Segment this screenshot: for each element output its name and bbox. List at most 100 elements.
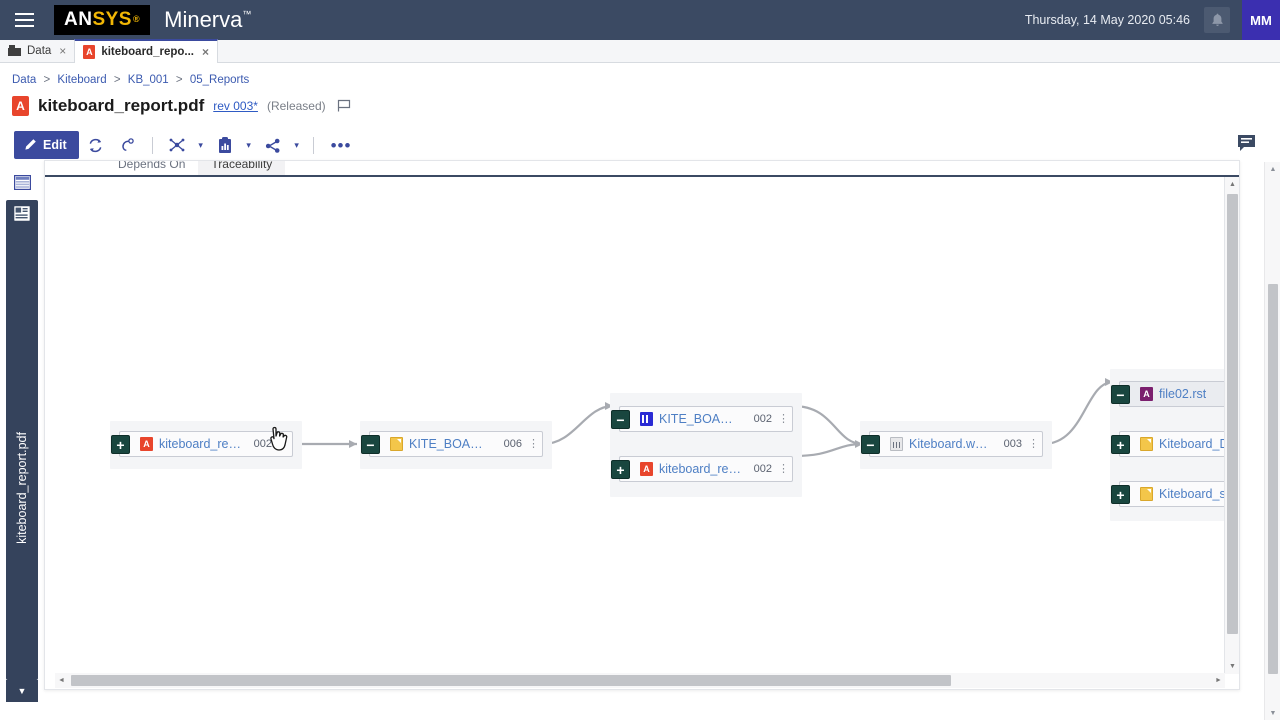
pdf-icon: [83, 45, 96, 59]
breadcrumb-item-kiteboard[interactable]: Kiteboard: [57, 74, 107, 86]
graph-node[interactable]: − KITE_BOARD… 006 ⋮: [361, 431, 543, 457]
scroll-down-arrow[interactable]: ▼: [1269, 709, 1277, 717]
node-menu-icon[interactable]: ⋮: [778, 412, 789, 425]
graph-vertical-scrollbar[interactable]: ▲ ▼: [1224, 177, 1239, 674]
graph-node[interactable]: − Kiteboard.wbpz 003 ⋮: [861, 431, 1043, 457]
chevron-down-icon[interactable]: ▾: [198, 139, 203, 150]
ansys-logo-sys: SYS: [92, 9, 132, 30]
traceability-panel: Depends On Traceability: [44, 160, 1240, 690]
panel-divider: [45, 175, 1239, 177]
collapse-toggle[interactable]: −: [1111, 385, 1130, 404]
graph-node[interactable]: − KITE_BOARD… 002 ⋮: [611, 406, 793, 432]
rail-document-label: kiteboard_report.pdf: [15, 432, 29, 544]
graph-node[interactable]: − file02.rst: [1111, 381, 1225, 407]
comment-icon[interactable]: [1236, 133, 1260, 157]
graph-node-revision: 002: [753, 413, 772, 425]
toolbar-divider: [151, 136, 153, 154]
tab-kiteboard-report[interactable]: kiteboard_repo... ×: [74, 39, 218, 63]
collapse-toggle[interactable]: −: [611, 410, 630, 429]
edit-button[interactable]: Edit: [14, 131, 79, 159]
rail-active-strip: kiteboard_report.pdf: [6, 200, 38, 680]
product-title-text: Minerva: [164, 7, 243, 32]
breadcrumb-item-data[interactable]: Data: [12, 74, 37, 86]
undo-icon[interactable]: [113, 131, 143, 159]
tab-strip: Data × kiteboard_repo... ×: [0, 39, 1280, 63]
scroll-up-arrow[interactable]: ▲: [1269, 165, 1277, 173]
ansys-logo-an: AN: [64, 9, 93, 30]
workbench-file-icon: [890, 437, 903, 451]
chevron-down-icon[interactable]: ▾: [246, 139, 251, 150]
node-menu-icon[interactable]: ⋮: [278, 437, 289, 450]
share-icon[interactable]: [258, 131, 288, 159]
traceability-graph[interactable]: + kiteboard_req… 002 ⋮ − KITE_BOARD… 006…: [45, 177, 1225, 674]
breadcrumb-separator: >: [175, 74, 183, 86]
scroll-up-arrow[interactable]: ▲: [1229, 181, 1236, 188]
product-title: Minerva ™: [164, 7, 251, 33]
page-title: kiteboard_report.pdf: [38, 96, 205, 115]
scroll-thumb[interactable]: [71, 675, 951, 686]
scroll-thumb[interactable]: [1268, 284, 1278, 674]
scroll-right-arrow[interactable]: ►: [1215, 677, 1222, 684]
graph-node-label: kiteboard_req…: [659, 462, 742, 476]
node-menu-icon[interactable]: ⋮: [528, 437, 539, 450]
scroll-left-arrow[interactable]: ◄: [58, 677, 65, 684]
status-badge: (Released): [266, 99, 326, 113]
close-icon[interactable]: ×: [201, 45, 209, 59]
rail-collapse-button[interactable]: ▼: [6, 680, 38, 702]
collapse-toggle[interactable]: −: [361, 435, 380, 454]
tab-kiteboard-report-label: kiteboard_repo...: [101, 46, 194, 58]
expand-toggle[interactable]: +: [111, 435, 130, 454]
product-title-tm: ™: [242, 9, 252, 19]
pdf-icon: [140, 437, 153, 451]
tab-traceability[interactable]: Traceability: [198, 161, 286, 177]
chevron-down-icon[interactable]: ▾: [294, 139, 299, 150]
revision-link[interactable]: rev 003*: [213, 99, 258, 113]
collapse-toggle[interactable]: −: [861, 435, 880, 454]
datetime-label: Thursday, 14 May 2020 05:46: [1024, 13, 1190, 27]
scroll-down-arrow[interactable]: ▼: [1229, 663, 1236, 670]
graph-network-icon[interactable]: [162, 131, 192, 159]
document-properties-icon[interactable]: [13, 205, 31, 227]
flag-icon[interactable]: [337, 99, 352, 113]
folder-file-icon: [1140, 437, 1153, 451]
cad-file-icon: [640, 412, 653, 426]
graph-node[interactable]: + kiteboard_req… 002 ⋮: [111, 431, 293, 457]
graph-node-label: kiteboard_req…: [159, 437, 242, 451]
avatar[interactable]: MM: [1242, 0, 1280, 40]
expand-toggle[interactable]: +: [611, 460, 630, 479]
graph-node-label: Kiteboard_Def…: [1159, 437, 1225, 451]
report-clipboard-icon[interactable]: [210, 131, 240, 159]
table-view-icon[interactable]: [0, 168, 44, 196]
close-icon[interactable]: ×: [59, 43, 67, 58]
refresh-icon[interactable]: [81, 131, 111, 159]
graph-node-label: Kiteboard.wbpz: [909, 437, 992, 451]
graph-node[interactable]: + Kiteboard_she…: [1111, 481, 1225, 507]
graph-horizontal-scrollbar[interactable]: ◄ ►: [55, 673, 1225, 688]
page-vertical-scrollbar[interactable]: ▲ ▼: [1264, 162, 1280, 720]
graph-node[interactable]: + Kiteboard_Def…: [1111, 431, 1225, 457]
graph-node-label: KITE_BOARD…: [659, 412, 742, 426]
pencil-icon: [25, 139, 36, 150]
graph-node-label: Kiteboard_she…: [1159, 487, 1225, 501]
graph-node[interactable]: + kiteboard_req… 002 ⋮: [611, 456, 793, 482]
tab-data-label: Data: [27, 44, 52, 57]
hamburger-icon[interactable]: [4, 0, 44, 40]
expand-toggle[interactable]: +: [1111, 485, 1130, 504]
more-actions-button[interactable]: •••: [330, 135, 352, 155]
graph-node-revision: 003: [1003, 438, 1022, 450]
tab-depends-on[interactable]: Depends On: [118, 160, 186, 171]
scroll-thumb[interactable]: [1227, 194, 1238, 634]
node-menu-icon[interactable]: ⋮: [1028, 437, 1039, 450]
breadcrumb-item-05-reports[interactable]: 05_Reports: [189, 74, 250, 86]
graph-node-revision: 002: [253, 438, 272, 450]
toolbar-divider: [312, 136, 314, 154]
node-menu-icon[interactable]: ⋮: [778, 462, 789, 475]
panel-subtabs: Depends On Traceability: [105, 160, 286, 177]
breadcrumb-separator: >: [113, 74, 121, 86]
tab-data[interactable]: Data ×: [0, 39, 74, 62]
expand-toggle[interactable]: +: [1111, 435, 1130, 454]
bell-icon[interactable]: [1204, 7, 1230, 33]
pdf-icon: [640, 462, 653, 476]
breadcrumb-item-kb-001[interactable]: KB_001: [127, 74, 169, 86]
